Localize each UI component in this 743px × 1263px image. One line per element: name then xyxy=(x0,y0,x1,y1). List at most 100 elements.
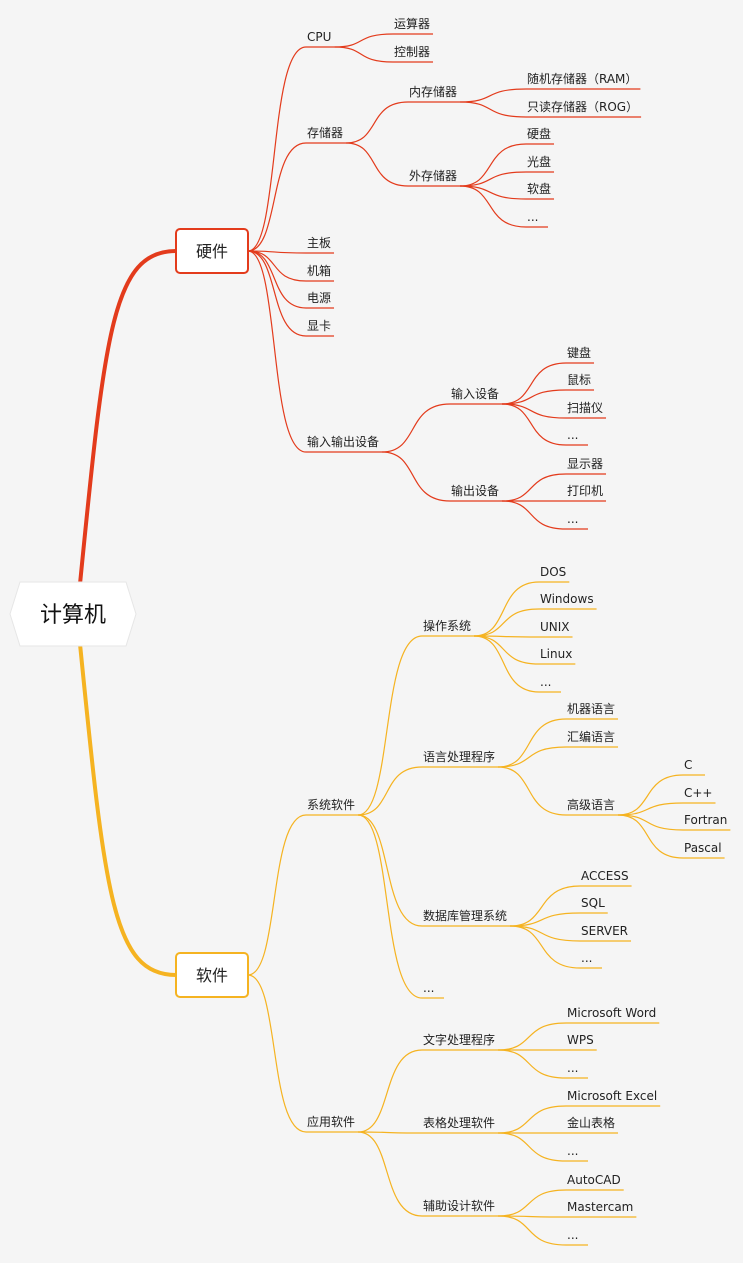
connector-root-sw xyxy=(78,643,177,977)
node-sys-more: ... xyxy=(423,981,434,995)
connector-ss-more xyxy=(498,1132,567,1162)
node-mem: 存储器 xyxy=(307,125,343,140)
node-hl: 高级语言 xyxy=(567,797,615,812)
node-ss: 表格处理软件 xyxy=(423,1115,495,1130)
connector-hl xyxy=(498,766,567,816)
connector-gpu xyxy=(247,250,307,337)
node-cd: 光盘 xyxy=(527,154,551,169)
connector-in-more xyxy=(502,403,567,446)
node-out: 输出设备 xyxy=(451,483,499,498)
node-printer: 打印机 xyxy=(567,484,603,498)
node-in-more: ... xyxy=(567,428,578,442)
node-in: 输入设备 xyxy=(451,386,499,401)
connector-sql xyxy=(510,912,581,927)
connector-sys xyxy=(247,814,307,976)
connector-ext-more xyxy=(460,185,527,228)
node-asm: 汇编语言 xyxy=(567,729,615,744)
node-cad-more: ... xyxy=(567,1228,578,1242)
node-c: C xyxy=(684,758,692,772)
connector-cad-more xyxy=(498,1215,567,1246)
connector-app xyxy=(247,974,307,1133)
branch-sw: 软件 xyxy=(196,966,228,985)
connector-os xyxy=(357,635,423,816)
node-ml: 机器语言 xyxy=(567,702,615,716)
connector-win xyxy=(474,608,540,637)
node-fortran: Fortran xyxy=(684,813,727,827)
node-excel: Microsoft Excel xyxy=(567,1089,657,1103)
connector-in xyxy=(382,403,451,453)
node-cpp: C++ xyxy=(684,786,713,800)
connector-rom xyxy=(460,101,527,118)
node-app: 应用软件 xyxy=(307,1114,355,1129)
connector-fortran xyxy=(618,814,684,831)
node-cad: 辅助设计软件 xyxy=(423,1199,495,1213)
connector-hdd xyxy=(460,143,527,187)
node-jsbg: 金山表格 xyxy=(567,1115,615,1130)
node-ss-more: ... xyxy=(567,1144,578,1158)
connector-cpu xyxy=(247,46,307,252)
node-win: Windows xyxy=(540,592,594,606)
connector-cd xyxy=(460,171,527,187)
node-cpu-alu: 运算器 xyxy=(394,16,430,31)
connector-kb xyxy=(502,362,567,405)
connector-linux xyxy=(474,635,540,665)
node-kb: 键盘 xyxy=(567,345,591,360)
node-cpu-ctrl: 控制器 xyxy=(394,45,430,59)
connector-autocad xyxy=(498,1189,567,1217)
node-monitor: 显示器 xyxy=(567,457,603,471)
connector-asm xyxy=(498,746,567,768)
node-mb: 主板 xyxy=(307,236,331,250)
node-dos: DOS xyxy=(540,565,566,579)
connector-out-more xyxy=(502,500,567,530)
node-autocad: AutoCAD xyxy=(567,1173,621,1187)
branch-hw: 硬件 xyxy=(196,242,228,261)
node-os-more: ... xyxy=(540,675,551,689)
node-mem-ext: 外存储器 xyxy=(409,168,457,183)
connector-mem-int xyxy=(346,101,409,144)
connector-mastercam xyxy=(498,1215,567,1218)
connector-server xyxy=(510,925,581,942)
mindmap-nodes: 硬件CPU运算器控制器存储器内存储器只读存储器（ROG）随机存储器（RAM）外存… xyxy=(9,16,727,1242)
node-sys: 系统软件 xyxy=(307,798,355,812)
connector-lines xyxy=(78,33,731,1246)
connector-lang xyxy=(358,766,423,816)
connector-fdd xyxy=(460,185,527,200)
node-wps: WPS xyxy=(567,1033,594,1047)
node-psu: 电源 xyxy=(307,291,331,305)
node-gpu: 显卡 xyxy=(307,319,331,333)
connector-pascal xyxy=(618,814,684,859)
node-pascal: Pascal xyxy=(684,841,722,855)
connector-mouse xyxy=(502,389,567,405)
connector-root-hw xyxy=(78,249,177,585)
connector-db xyxy=(357,814,423,927)
node-os: 操作系统 xyxy=(423,618,471,633)
node-word: Microsoft Word xyxy=(567,1006,656,1020)
node-out-more: ... xyxy=(567,512,578,526)
connector-sys-more xyxy=(357,814,423,999)
connector-ml xyxy=(498,718,567,768)
connector-wp xyxy=(358,1049,423,1133)
node-scanner: 扫描仪 xyxy=(567,401,603,415)
root-label: 计算机 xyxy=(40,603,106,628)
node-mastercam: Mastercam xyxy=(567,1200,633,1214)
node-sql: SQL xyxy=(581,896,605,910)
node-mouse: 鼠标 xyxy=(567,373,591,387)
node-server: SERVER xyxy=(581,924,628,938)
node-hdd: 硬盘 xyxy=(527,126,551,141)
node-case: 机箱 xyxy=(307,263,331,278)
connector-c xyxy=(618,774,684,816)
connector-case xyxy=(247,250,307,282)
node-wp-more: ... xyxy=(567,1061,578,1075)
connector-monitor xyxy=(502,473,567,502)
node-db-more: ... xyxy=(581,951,592,965)
connector-excel xyxy=(498,1105,567,1134)
connector-cpp xyxy=(618,802,684,816)
connector-access xyxy=(510,885,581,927)
node-io: 输入输出设备 xyxy=(307,434,379,449)
connector-word xyxy=(498,1022,567,1051)
connector-scanner xyxy=(502,403,567,419)
connector-os-more xyxy=(474,635,540,693)
node-linux: Linux xyxy=(540,647,572,661)
connector-cad xyxy=(358,1131,423,1217)
